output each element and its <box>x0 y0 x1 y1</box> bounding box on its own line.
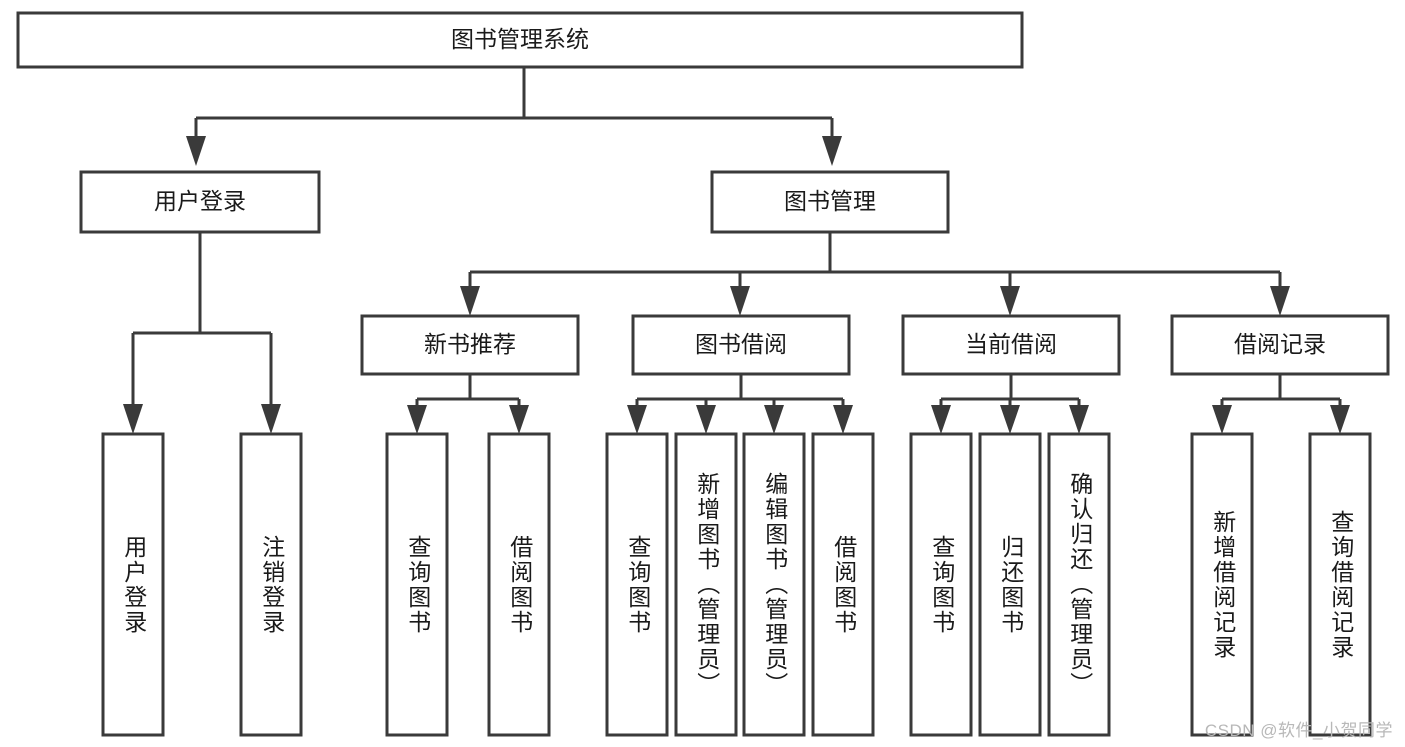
leaf-box-add-borrow-record[interactable] <box>1190 432 1254 737</box>
node-current-borrow[interactable]: 当前借阅 <box>901 314 1121 376</box>
leaf-box-query-book-borrow[interactable] <box>605 432 669 737</box>
leaf-label-add-book-admin: 新增图书（管理员） <box>693 472 720 697</box>
leaf-label-return-book: 归还图书 <box>997 534 1024 635</box>
leaf-label-query-book-borrow: 查询图书 <box>624 534 651 635</box>
connector-borrow-record-to-leaves <box>1212 374 1350 434</box>
arrow-head-icon <box>764 405 784 434</box>
leaf-label-edit-book-admin: 编辑图书（管理员） <box>761 472 788 697</box>
connector-book-borrow-to-leaves <box>627 374 853 434</box>
connector-root-to-level2 <box>186 67 842 166</box>
arrow-head-icon <box>460 286 480 316</box>
arrow-head-icon <box>1330 405 1350 434</box>
arrow-head-icon <box>509 405 529 434</box>
connector-user-login-to-leaves <box>123 232 281 434</box>
leaf-label-borrow-book: 借阅图书 <box>830 534 857 635</box>
arrow-head-icon <box>186 136 206 166</box>
borrow-record-label: 借阅记录 <box>1234 331 1326 357</box>
leaf-label-query-book-current: 查询图书 <box>928 534 955 635</box>
leaf-box-logout[interactable] <box>239 432 303 737</box>
new-book-recommend-box-rect[interactable] <box>360 314 580 376</box>
node-root[interactable]: 图书管理系统 <box>16 11 1024 69</box>
connector-new-book-recommend-to-leaves <box>407 374 529 434</box>
leaf-label-query-borrow-record: 查询借阅记录 <box>1327 509 1354 660</box>
arrow-head-icon <box>1000 405 1020 434</box>
leaf-box-borrow-book[interactable] <box>811 432 875 737</box>
new-book-recommend-label: 新书推荐 <box>424 331 516 357</box>
connector-current-borrow-to-leaves <box>931 374 1089 434</box>
user-login-label: 用户登录 <box>154 188 246 214</box>
arrow-head-icon <box>833 405 853 434</box>
arrow-head-icon <box>627 405 647 434</box>
leaf-label-logout: 注销登录 <box>258 534 285 635</box>
node-user-login[interactable]: 用户登录 <box>79 170 321 234</box>
arrow-head-icon <box>1000 286 1020 316</box>
node-book-management[interactable]: 图书管理 <box>710 170 950 234</box>
arrow-head-icon <box>822 136 842 166</box>
arrow-head-icon <box>696 405 716 434</box>
arrow-head-icon <box>1069 405 1089 434</box>
leaf-box-edit-book-admin[interactable] <box>742 432 806 737</box>
book-borrow-box-rect[interactable] <box>631 314 851 376</box>
leaf-label-borrow-book-rec: 借阅图书 <box>506 534 533 635</box>
leaf-box-user-login[interactable] <box>101 432 165 737</box>
arrow-head-icon <box>1212 405 1232 434</box>
leaf-label-confirm-return-admin: 确认归还（管理员） <box>1066 472 1093 697</box>
book-management-label: 图书管理 <box>784 188 876 214</box>
leaf-box-return-book[interactable] <box>978 432 1042 737</box>
node-book-borrow[interactable]: 图书借阅 <box>631 314 851 376</box>
leaf-box-confirm-return-admin[interactable] <box>1047 432 1111 737</box>
leaf-box-query-book-rec[interactable] <box>385 432 449 737</box>
arrow-head-icon <box>407 405 427 434</box>
current-borrow-box-rect[interactable] <box>901 314 1121 376</box>
leaf-label-query-book-rec: 查询图书 <box>404 534 431 635</box>
leaf-box-add-book-admin[interactable] <box>674 432 738 737</box>
book-borrow-label: 图书借阅 <box>695 331 787 357</box>
root-box-rect[interactable] <box>16 11 1024 69</box>
root-label: 图书管理系统 <box>451 26 589 52</box>
leaf-box-query-book-current[interactable] <box>909 432 973 737</box>
leaf-box-borrow-book-rec[interactable] <box>487 432 551 737</box>
arrow-head-icon <box>261 404 281 434</box>
arrow-head-icon <box>123 404 143 434</box>
node-borrow-record[interactable]: 借阅记录 <box>1170 314 1390 376</box>
arrow-head-icon <box>931 405 951 434</box>
leaf-label-user-login: 用户登录 <box>120 534 147 635</box>
arrow-head-icon <box>730 286 750 316</box>
leaf-label-add-borrow-record: 新增借阅记录 <box>1209 509 1236 660</box>
arrow-head-icon <box>1270 286 1290 316</box>
leaf-box-query-borrow-record[interactable] <box>1308 432 1372 737</box>
current-borrow-label: 当前借阅 <box>965 331 1057 357</box>
node-new-book-recommend[interactable]: 新书推荐 <box>360 314 580 376</box>
connector-book-management-to-level3 <box>460 232 1290 316</box>
